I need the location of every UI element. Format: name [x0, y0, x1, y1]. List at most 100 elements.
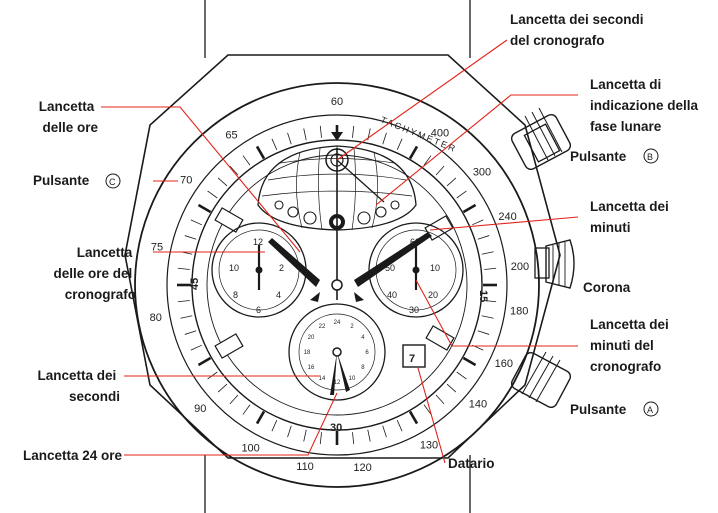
minute-tick [287, 132, 292, 145]
minute-tick [319, 125, 322, 138]
minute-tick [484, 267, 497, 270]
tachymeter-number: 300 [473, 167, 491, 179]
left-num-4: 4 [276, 290, 281, 300]
svg-text:A: A [647, 405, 653, 415]
minute-tick [423, 155, 432, 166]
tachymeter-number: 80 [150, 312, 162, 324]
tachymeter-number: 60 [331, 96, 343, 108]
label-pusher-b: Pulsante B [570, 148, 659, 164]
minute-tick [303, 429, 307, 442]
minute-tick [472, 219, 484, 226]
label-24h-hand: Lancetta 24 ore [23, 448, 123, 463]
tachymeter-number: 120 [353, 462, 371, 474]
pusher-a[interactable] [510, 351, 573, 410]
minute-tick [446, 177, 457, 187]
left-num-2: 2 [279, 263, 284, 273]
minute-tick [462, 203, 477, 214]
tachymeter-number: 75 [151, 242, 163, 254]
subdial-24h-number: 24 [334, 320, 341, 326]
minute-tick [255, 145, 266, 160]
tachymeter-number: 400 [431, 127, 449, 139]
crown[interactable] [534, 239, 575, 289]
tachymeter-number: 100 [241, 442, 259, 454]
hour-hand [268, 238, 320, 287]
tachymeter-number: 140 [469, 398, 487, 410]
svg-text:B: B [647, 152, 653, 162]
minute-tick [423, 404, 432, 415]
moon-phase-globe [257, 145, 417, 231]
minute-tick [477, 330, 490, 335]
subdial-24h-number: 22 [319, 324, 326, 330]
minute-tick [229, 165, 239, 176]
date-window: 7 [402, 344, 426, 368]
minute-tick [382, 132, 387, 145]
subdial-24h-number: 20 [308, 335, 315, 341]
subdial-24h-number: 2 [350, 324, 354, 330]
minute-tick [352, 432, 355, 445]
subdial-24h-number: 6 [365, 350, 369, 356]
minute-tick [229, 394, 239, 405]
minute-tick [217, 383, 228, 393]
minute-tick [481, 251, 494, 255]
minute-tick [435, 165, 445, 176]
label-date: Datario [448, 456, 495, 471]
svg-text:Pulsante: Pulsante [570, 149, 627, 164]
tachymeter-number: 90 [194, 403, 206, 415]
svg-text:Pulsante: Pulsante [570, 402, 627, 417]
bezel-outer [134, 82, 540, 488]
strap-bottom [204, 455, 471, 513]
minute-tick [352, 125, 355, 138]
subdial-24h-number: 16 [308, 365, 315, 371]
pusher-b[interactable] [510, 107, 573, 171]
minute-tick [207, 190, 218, 199]
subdial-24h-number: 14 [319, 376, 326, 382]
seconds-hand [330, 352, 350, 395]
minute-tick [184, 330, 197, 335]
label-seconds-hand: Lancetta dei secondi [37, 368, 120, 404]
minute-tick [190, 344, 202, 351]
subdial-chrono-minutes: 60 10 20 30 40 50 [368, 222, 464, 318]
minute-tick [462, 356, 477, 367]
tachymeter-number: 110 [296, 461, 314, 473]
minute-tick [197, 203, 212, 214]
moon-hand [336, 159, 385, 203]
minute-tick [435, 394, 445, 405]
minute-tick [481, 315, 494, 319]
subdial-24h-number: 18 [304, 350, 311, 356]
tachymeter-number: 200 [511, 261, 529, 273]
minute-tick [367, 429, 371, 442]
right-num-10: 10 [430, 263, 440, 273]
subdial-24h-number: 10 [349, 376, 356, 382]
subdial-24h-number: 4 [361, 335, 365, 341]
label-chrono-minute-hand: Lancetta dei minuti del cronografo [590, 317, 673, 374]
hands [268, 148, 432, 395]
minute-tick [255, 410, 266, 425]
left-num-10: 10 [229, 263, 239, 273]
label-pusher-a: Pulsante A [570, 401, 659, 417]
svg-text:C: C [109, 177, 116, 187]
svg-text:Pulsante: Pulsante [33, 173, 90, 188]
bottom-hands [310, 292, 364, 302]
subdial-24h-number: 8 [361, 365, 365, 371]
marker-45: 45 [189, 278, 201, 290]
label-minute-hand: Lancetta dei minuti [590, 199, 673, 235]
tachymeter-number: 70 [180, 174, 192, 186]
minute-tick [319, 432, 322, 445]
right-num-50: 50 [385, 263, 395, 273]
left-num-6: 6 [256, 305, 261, 315]
label-chrono-seconds-hand: Lancetta dei secondi del cronografo [510, 12, 647, 48]
minute-tick [177, 300, 190, 303]
subdial-24h-number: 12 [334, 380, 341, 386]
minute-tick [396, 138, 403, 150]
minute-hand [354, 232, 432, 287]
minute-tick [177, 267, 190, 270]
bezel-inner [166, 114, 508, 456]
left-num-8: 8 [233, 290, 238, 300]
tachymeter-number: 130 [420, 439, 438, 451]
minute-tick [408, 145, 419, 160]
left-num-12: 12 [253, 237, 263, 247]
